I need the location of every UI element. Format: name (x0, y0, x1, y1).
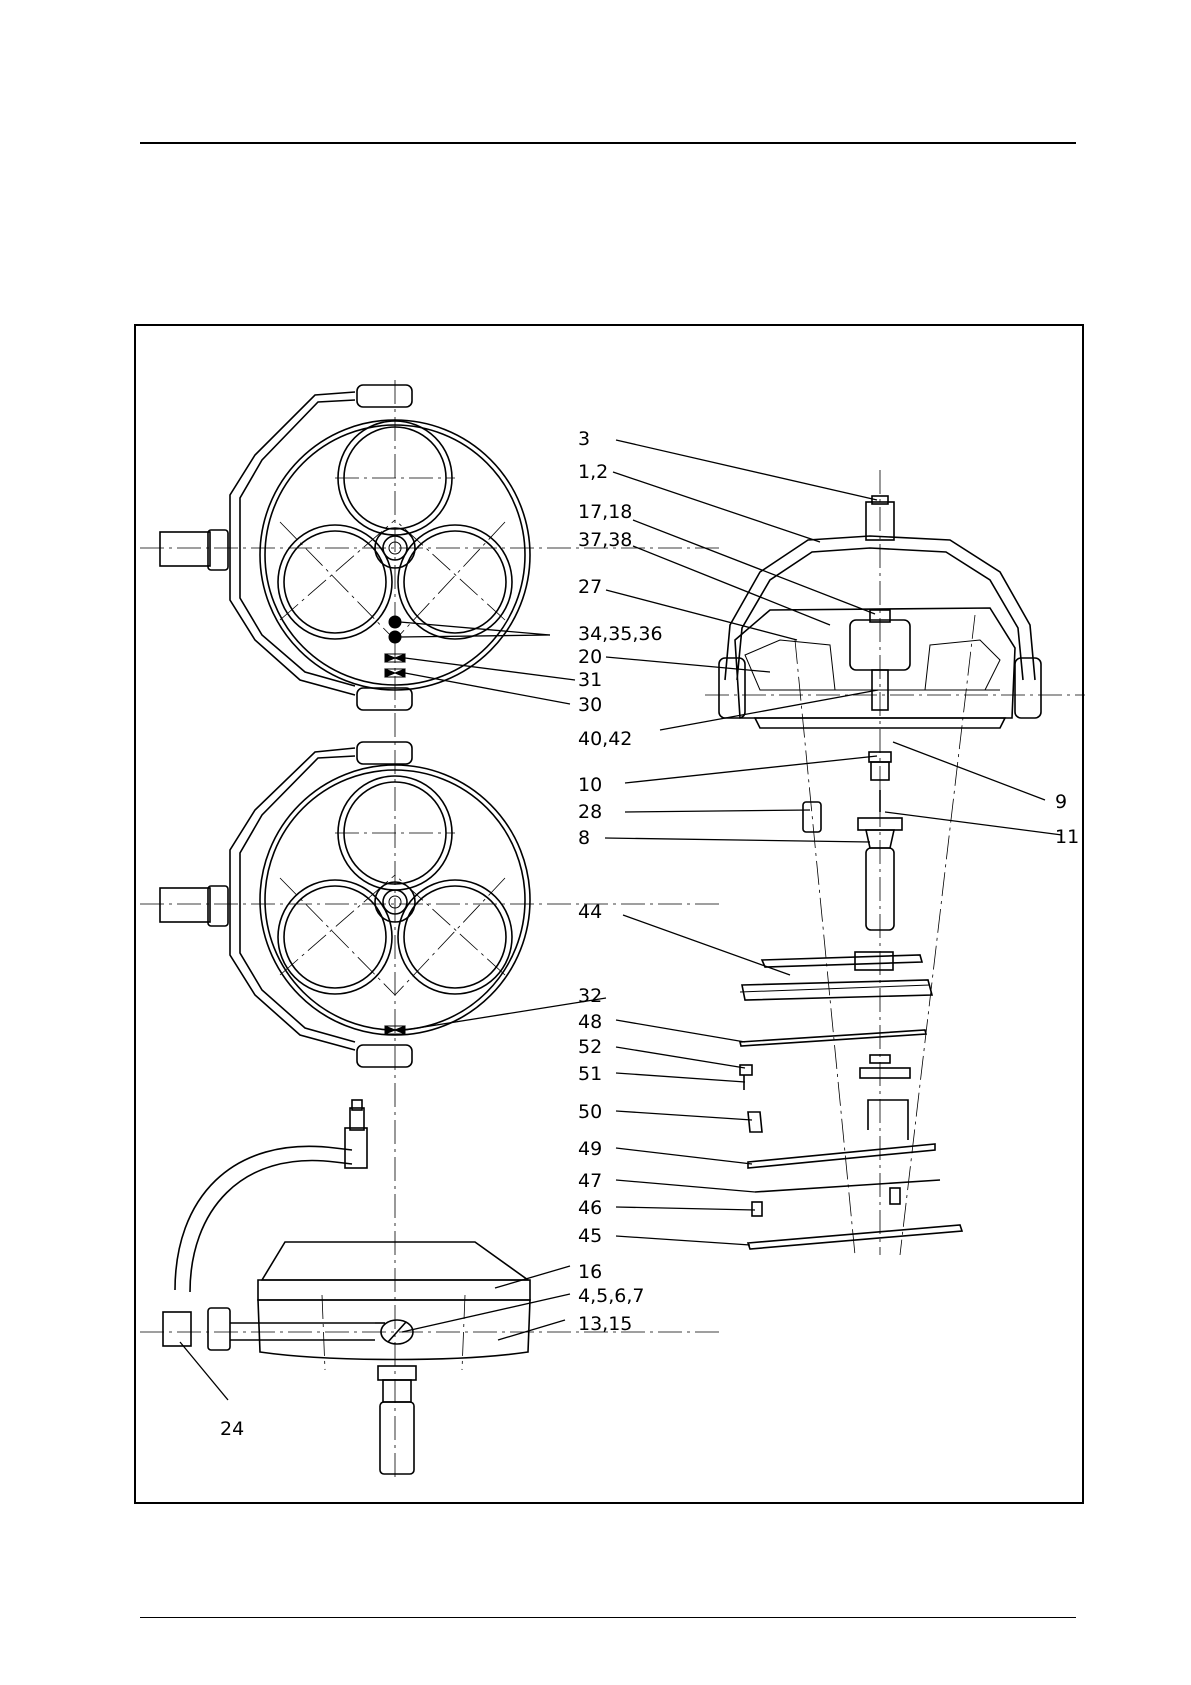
callout-28: 28 (578, 801, 602, 823)
callout-3: 3 (578, 428, 590, 450)
callout-labels: 3 1,2 17,18 37,38 27 34,35,36 20 31 30 4… (220, 428, 1079, 1440)
callout-44: 44 (578, 901, 602, 923)
callout-51: 51 (578, 1063, 602, 1085)
callout-16: 16 (578, 1261, 602, 1283)
callout-27: 27 (578, 576, 602, 598)
callout-30: 30 (578, 694, 602, 716)
callout-37-38: 37,38 (578, 529, 632, 551)
callout-20: 20 (578, 646, 602, 668)
callout-34-35-36: 34,35,36 (578, 623, 663, 645)
callout-31: 31 (578, 669, 602, 691)
callout-10: 10 (578, 774, 602, 796)
lamp-top-view-1 (140, 380, 720, 1480)
callout-46: 46 (578, 1197, 602, 1219)
lamp-top-view-2 (140, 742, 720, 1067)
callout-50: 50 (578, 1101, 602, 1123)
callout-45: 45 (578, 1225, 602, 1247)
callout-1-2: 1,2 (578, 461, 608, 483)
callout-24: 24 (220, 1418, 244, 1440)
callout-52: 52 (578, 1036, 602, 1058)
leader-lines (180, 440, 1062, 1400)
callout-17-18: 17,18 (578, 501, 632, 523)
callout-8: 8 (578, 827, 590, 849)
callout-9: 9 (1055, 791, 1067, 813)
callout-47: 47 (578, 1170, 602, 1192)
callout-40-42: 40,42 (578, 728, 632, 750)
callout-4-5-6-7: 4,5,6,7 (578, 1285, 644, 1307)
callout-49: 49 (578, 1138, 602, 1160)
callout-32: 32 (578, 985, 602, 1007)
callout-48: 48 (578, 1011, 602, 1033)
lamp-exploded-view (705, 470, 1085, 1255)
callout-13-15: 13,15 (578, 1313, 632, 1335)
callout-11: 11 (1055, 826, 1079, 848)
